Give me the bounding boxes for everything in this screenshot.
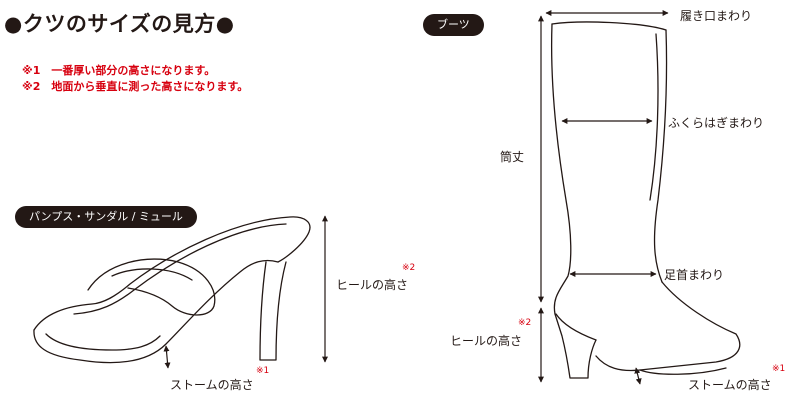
mule-insole (73, 223, 287, 315)
boots-heel-label: ヒールの高さ (450, 334, 523, 348)
boot-shaft-front (653, 29, 668, 283)
boot-top-opening (551, 21, 667, 31)
mule-sole (33, 259, 279, 364)
boot-storm-height-arrow (634, 367, 642, 385)
boots-section-tag: ブーツ (423, 14, 484, 36)
pumps-section-tag: パンプス・サンダル / ミュール (15, 206, 197, 228)
boots-ankle-label: 足首まわり (664, 268, 725, 282)
boot-toe (595, 281, 741, 372)
mule-illustration (33, 216, 311, 364)
boots-heel-mark: ※2 (518, 318, 532, 328)
boots-shaft-label: 筒丈 (500, 150, 525, 164)
boots-calf-label: ふくらはぎまわり (668, 116, 765, 130)
boots-storm-mark: ※1 (772, 364, 786, 374)
mule-footbed (33, 216, 311, 331)
pumps-heel-mark: ※2 (402, 263, 416, 273)
note-2: ※2 地面から垂直に測った高さになります。 (22, 80, 249, 93)
boots-storm-label: ストームの高さ (688, 378, 772, 392)
mule-heel (259, 261, 287, 361)
boot-illustration (550, 21, 741, 379)
boot-sole (639, 367, 727, 375)
pumps-storm-label: ストームの高さ (170, 378, 254, 392)
boots-top-label: 履き口まわり (680, 9, 753, 23)
boot-heel (554, 313, 597, 379)
note-1: ※1 一番厚い部分の高さになります。 (22, 64, 216, 77)
mule-vamp-strap (87, 258, 216, 316)
pumps-storm-mark: ※1 (256, 366, 270, 376)
boot-shaft-back (550, 23, 572, 315)
page-title: ●クツのサイズの見方● (4, 12, 235, 36)
mule-storm-height-arrow (163, 345, 171, 369)
pumps-heel-label: ヒールの高さ (336, 278, 409, 292)
